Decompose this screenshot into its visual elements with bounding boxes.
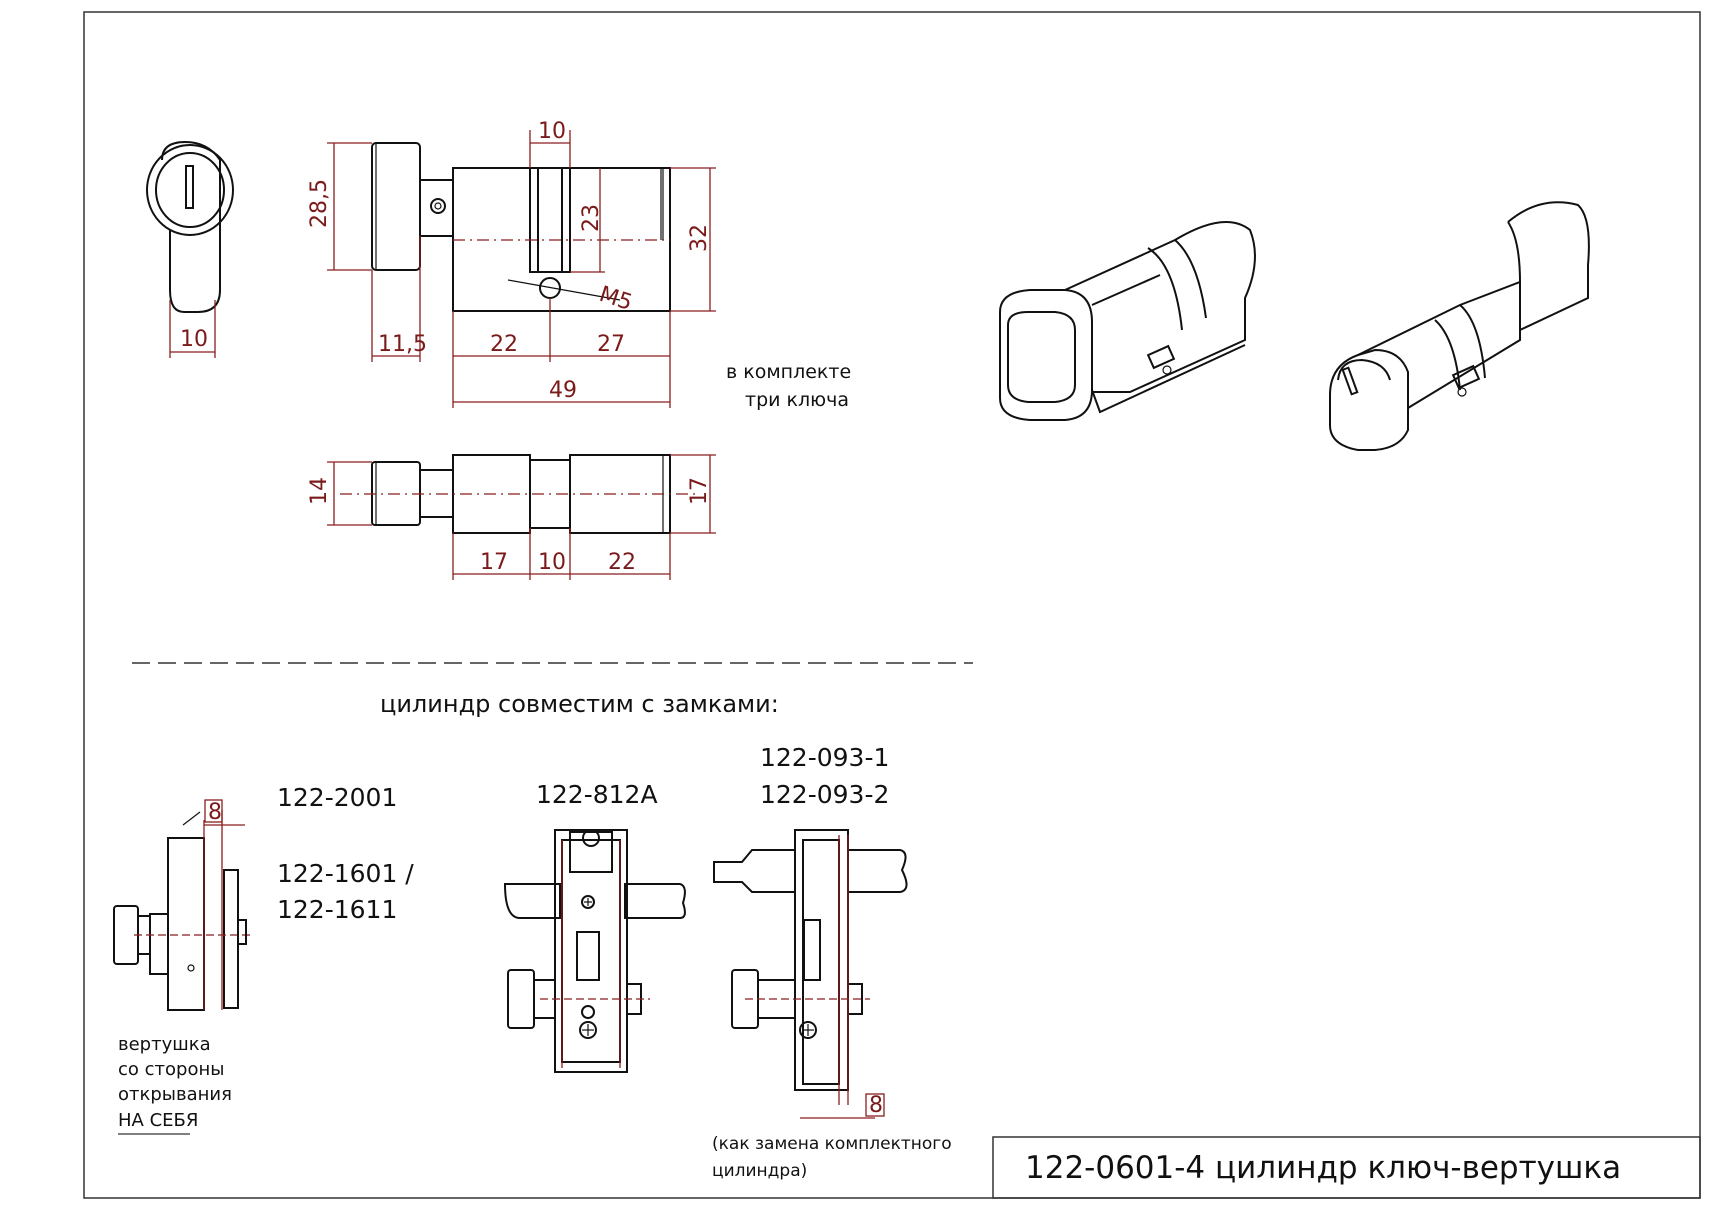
dim-body-height: 32 — [687, 224, 712, 252]
front-view: 10 28,5 23 32 M5 11,5 22 27 49 — [307, 119, 716, 408]
sheet-frame — [83, 11, 1701, 1199]
dim-knob-dia: 14 — [307, 477, 332, 505]
lock-label-1601: 122-1601 / — [277, 859, 414, 888]
dim-bottom-left: 17 — [480, 550, 508, 575]
lock-diagram-2001: 8 — [113, 799, 250, 1011]
kit-note-line1: в комплекте — [726, 361, 851, 383]
dim-cam-width: 10 — [538, 119, 566, 144]
replace-note-line1: (как замена комплектного — [712, 1134, 952, 1154]
title-block: 122-0601-4 цилиндр ключ-вертушка — [992, 1136, 1701, 1199]
end-view: 10 — [146, 140, 234, 358]
lock-label-1611: 122-1611 — [277, 895, 397, 924]
lock-label-093-1: 122-093-1 — [760, 743, 889, 772]
iso-view-knob-side — [999, 221, 1256, 421]
compat-heading: цилиндр совместим с замками: — [380, 690, 779, 718]
dim-bottom-right: 22 — [608, 550, 636, 575]
lock-label-093-2: 122-093-2 — [760, 780, 889, 809]
dim-knob-height: 28,5 — [307, 179, 332, 228]
drawing-title: 122-0601-4 цилиндр ключ-вертушка — [1025, 1150, 1621, 1186]
dim-cam-height: 23 — [579, 204, 604, 232]
dim-total: 49 — [549, 378, 577, 403]
side-note-line3: открывания — [118, 1084, 232, 1105]
dim-gap-a: 8 — [208, 800, 222, 825]
dim-right-part: 27 — [597, 332, 625, 357]
lock-diagram-093: 8 — [713, 829, 908, 1119]
dim-end-width: 10 — [180, 327, 208, 352]
top-view: 14 17 17 10 22 — [307, 454, 716, 580]
dim-body-dia: 17 — [687, 477, 712, 505]
lock-diagram-812a — [503, 829, 686, 1073]
side-note-line4: НА СЕБЯ — [118, 1110, 198, 1131]
lock-label-812a: 122-812A — [536, 780, 658, 809]
side-note-line2: со стороны — [118, 1059, 224, 1080]
lock-label-2001: 122-2001 — [277, 783, 397, 812]
replace-note-line2: цилиндра) — [712, 1161, 807, 1181]
side-note-line1: вертушка — [118, 1034, 211, 1055]
kit-note-line2: три ключа — [745, 389, 849, 411]
dim-gap-b: 8 — [869, 1093, 883, 1118]
dim-left-part: 22 — [490, 332, 518, 357]
iso-view-key-side — [1329, 201, 1590, 451]
dim-knob-length: 11,5 — [378, 332, 427, 357]
dim-bottom-mid: 10 — [538, 550, 566, 575]
